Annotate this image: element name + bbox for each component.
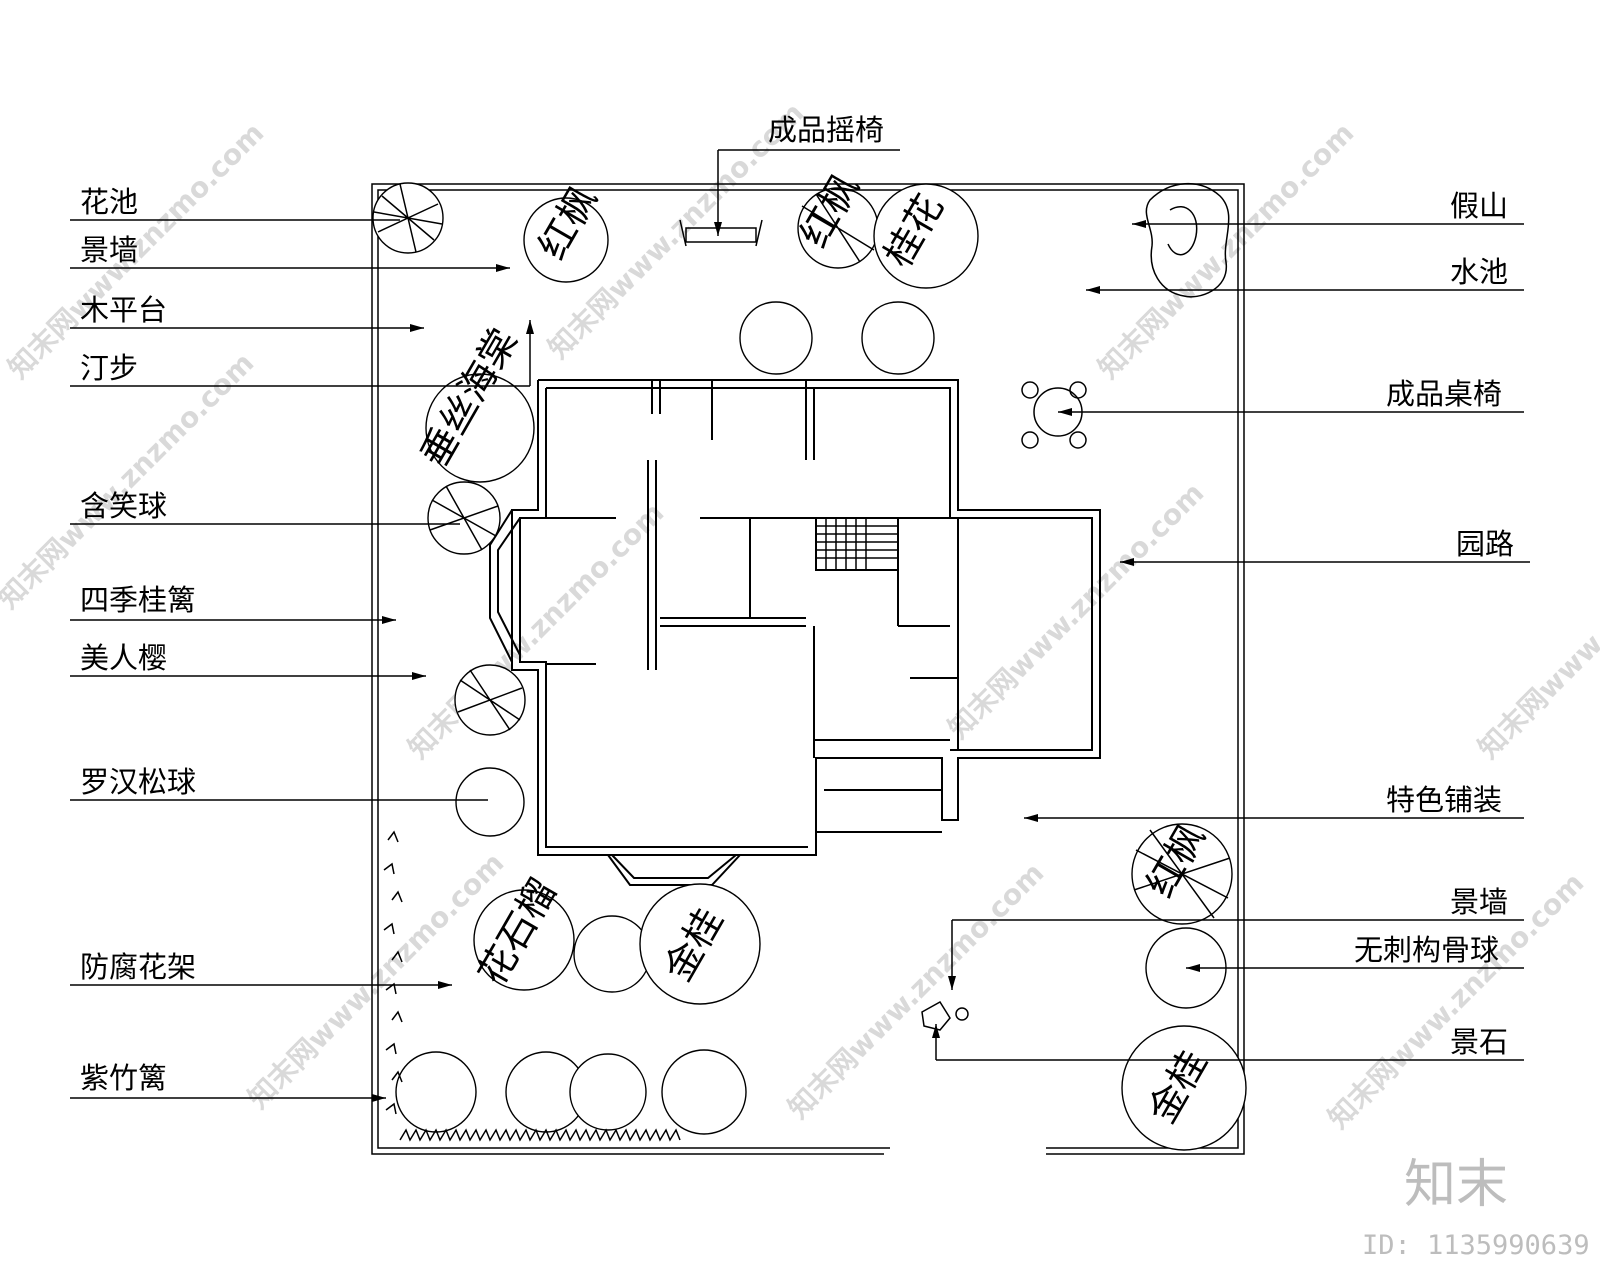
label-michelia: 含笑球 bbox=[80, 489, 167, 523]
tree-symbol bbox=[861, 301, 935, 375]
label-swing-chair: 成品摇椅 bbox=[768, 113, 884, 147]
tree-symbol bbox=[573, 915, 651, 993]
label-garden-path: 园路 bbox=[1456, 527, 1514, 561]
watermark-text: 知末网www.znzmo.com bbox=[942, 476, 1211, 745]
tree-symbol bbox=[661, 1049, 747, 1135]
label-feature-paving: 特色铺装 bbox=[1386, 783, 1502, 817]
house-floor-plan bbox=[489, 379, 1101, 886]
label-flower-pool: 花池 bbox=[80, 185, 138, 219]
label-wood-deck: 木平台 bbox=[80, 293, 167, 327]
label-feature-wall-right: 景墙 bbox=[1450, 885, 1508, 919]
label-feature-wall-left: 景墙 bbox=[80, 233, 138, 267]
table-and-chairs bbox=[1021, 381, 1087, 449]
staircase bbox=[815, 517, 899, 571]
left-leader-lines bbox=[70, 219, 534, 1102]
label-purple-leaf-plum: 美人樱 bbox=[80, 641, 167, 675]
label-rockery: 假山 bbox=[1450, 189, 1508, 223]
tree-symbol bbox=[639, 883, 761, 1005]
bamboo-hedge-symbol bbox=[383, 830, 681, 1142]
label-holly-ball: 无刺构骨球 bbox=[1354, 933, 1499, 967]
site-boundary bbox=[371, 183, 1245, 1155]
tree-symbol bbox=[425, 373, 535, 483]
callout-labels: 成品摇椅 花池 景墙 木平台 汀步 含笑球 四季桂篱 美人樱 罗汉松球 防腐花架… bbox=[80, 113, 1514, 1095]
tree-symbol bbox=[739, 301, 813, 375]
rockery-shape bbox=[1145, 183, 1230, 298]
swing-chair bbox=[679, 219, 763, 247]
watermark-layer: 知末网www.znzmo.com 知末网www.znzmo.com 知末网www… bbox=[0, 96, 1600, 1135]
tree-symbol bbox=[569, 1053, 647, 1131]
tree-symbol bbox=[395, 1051, 477, 1133]
tree-symbol bbox=[455, 767, 525, 837]
tree-symbol bbox=[1121, 1025, 1247, 1151]
label-pergola: 防腐花架 bbox=[80, 950, 196, 984]
label-bamboo-hedge: 紫竹篱 bbox=[80, 1061, 167, 1095]
label-landscape-stone: 景石 bbox=[1450, 1025, 1508, 1059]
label-podocarpus-ball: 罗汉松球 bbox=[80, 765, 196, 799]
brand-logo-text: 知末 bbox=[1404, 1155, 1508, 1215]
tree-symbol bbox=[873, 183, 979, 289]
label-osmanthus-hedge: 四季桂篱 bbox=[80, 583, 196, 617]
label-stepping-stones: 汀步 bbox=[80, 351, 138, 385]
tree-symbol bbox=[473, 889, 575, 991]
right-leader-lines bbox=[714, 149, 1530, 1061]
label-pond: 水池 bbox=[1450, 255, 1508, 289]
watermark-text: 知末网www.znzmo.com bbox=[782, 856, 1051, 1125]
tree-symbol bbox=[523, 197, 609, 283]
label-table-chairs: 成品桌椅 bbox=[1386, 377, 1502, 411]
image-id: ID: 1135990639 bbox=[1362, 1230, 1590, 1261]
landscape-stone-shape bbox=[921, 1000, 969, 1031]
